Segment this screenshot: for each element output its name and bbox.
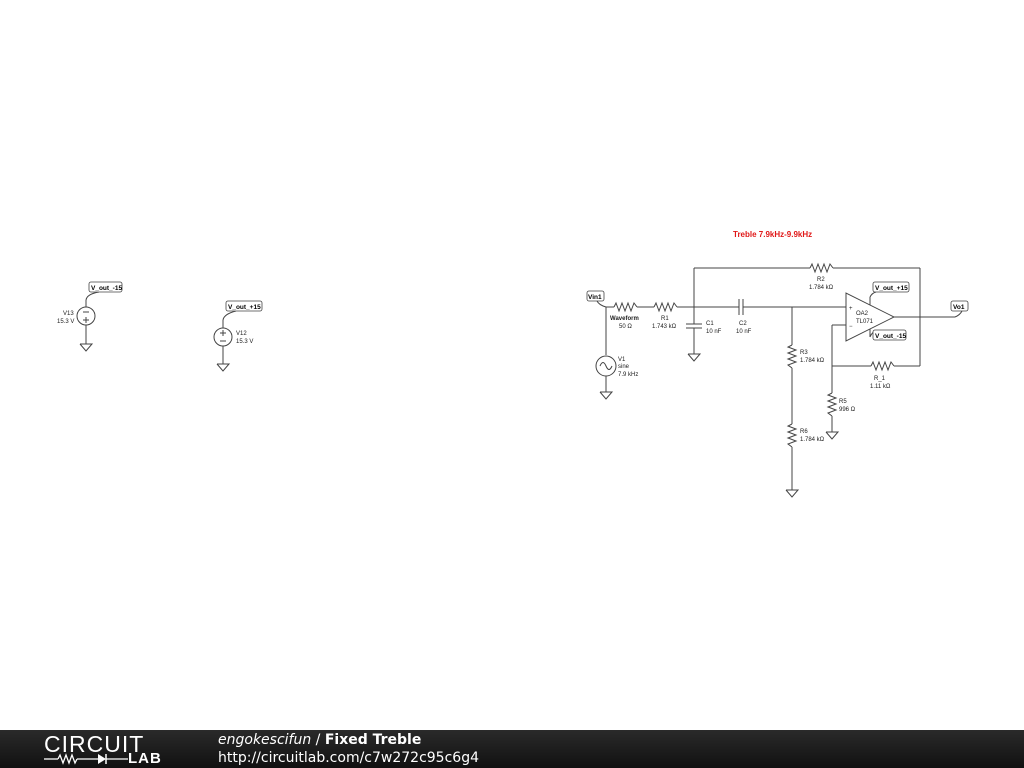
source-v13[interactable] [76, 300, 96, 352]
c1-value: 10 nF [706, 329, 722, 335]
source-v1-sine[interactable] [595, 355, 617, 400]
separator: / [311, 732, 325, 748]
v13-name: V13 [63, 311, 74, 317]
circuit-credit: engokescifun / Fixed Treble http://circu… [218, 731, 479, 767]
r1-value: 1.743 kΩ [652, 324, 677, 330]
waveform-value: 50 Ω [619, 324, 632, 330]
oa2-model: TL071 [856, 319, 874, 325]
resistor-r5[interactable] [826, 392, 838, 417]
v1-freq: 7.9 kHz [618, 372, 638, 378]
net-label-vout-neg-left[interactable]: V_out_-15 [85, 281, 122, 301]
c1-name: C1 [706, 321, 714, 327]
resistor-r-1[interactable] [870, 360, 895, 372]
v1-name: V1 [618, 357, 626, 363]
resistor-waveform[interactable] [613, 301, 638, 313]
net-label-vout-neg-opamp[interactable]: V_out_-15 [869, 329, 906, 341]
v1-type: sine [618, 364, 630, 370]
r-1-value: 1.11 kΩ [870, 384, 891, 390]
c2-value: 10 nF [736, 329, 752, 335]
r6-value: 1.784 kΩ [800, 437, 825, 443]
r5-name: R5 [839, 399, 847, 405]
r2-name: R2 [817, 277, 825, 283]
v13-value: 15.3 V [57, 319, 74, 325]
net-label-vo1[interactable]: Vo1 [950, 300, 969, 318]
author-name[interactable]: engokescifun [218, 732, 312, 748]
r2-value: 1.784 kΩ [809, 285, 834, 291]
footer-bar: CIRCUIT LAB engokescifun / Fixed Treble … [0, 730, 1024, 768]
capacitor-c1[interactable] [686, 323, 702, 329]
resistor-r3[interactable] [786, 344, 798, 369]
r1-name: R1 [661, 316, 669, 322]
r5-value: 996 Ω [839, 407, 856, 413]
r3-name: R3 [800, 350, 808, 356]
v12-name: V12 [236, 331, 247, 337]
svg-text:Vo1: Vo1 [953, 304, 965, 311]
net-label-vin1[interactable]: Vin1 [586, 290, 607, 308]
svg-text:+: + [849, 306, 853, 312]
circuit-url[interactable]: http://circuitlab.com/c7w272c95c6g4 [218, 750, 479, 766]
waveform-name: Waveform [610, 316, 639, 322]
resistor-r2[interactable] [809, 262, 834, 274]
r-1-name: R_1 [874, 376, 886, 382]
svg-text:−: − [849, 324, 853, 330]
annotation-text: Treble 7.9kHz-9.9kHz [733, 230, 812, 239]
c2-name: C2 [739, 321, 747, 327]
svg-text:Vin1: Vin1 [588, 294, 602, 301]
svg-text:V_out_-15: V_out_-15 [875, 333, 906, 340]
logo-text-top: CIRCUIT [44, 731, 145, 757]
circuitlab-logo[interactable]: CIRCUIT LAB [40, 731, 180, 767]
logo-resistor-diode-icon [44, 753, 128, 765]
v12-value: 15.3 V [236, 339, 253, 345]
net-label-vout-pos-opamp[interactable]: V_out_+15 [869, 281, 910, 298]
net-label-text: V_out_-15 [91, 285, 122, 292]
net-label-vout-pos-left[interactable]: V_out_+15 [222, 300, 263, 321]
net-label-text: V_out_+15 [228, 304, 261, 311]
schematic-canvas: Treble 7.9kHz-9.9kHz V13 15.3 V V_out_-1… [57, 230, 969, 498]
capacitor-c2[interactable] [738, 299, 744, 315]
resistor-r6[interactable] [786, 423, 798, 448]
logo-text-bottom: LAB [128, 750, 162, 767]
circuit-title[interactable]: Fixed Treble [324, 732, 422, 748]
r6-name: R6 [800, 429, 808, 435]
svg-text:V_out_+15: V_out_+15 [875, 285, 908, 292]
source-v12[interactable] [213, 320, 233, 372]
oa2-name: OA2 [856, 311, 869, 317]
r3-value: 1.784 kΩ [800, 358, 825, 364]
resistor-r1[interactable] [653, 301, 678, 313]
